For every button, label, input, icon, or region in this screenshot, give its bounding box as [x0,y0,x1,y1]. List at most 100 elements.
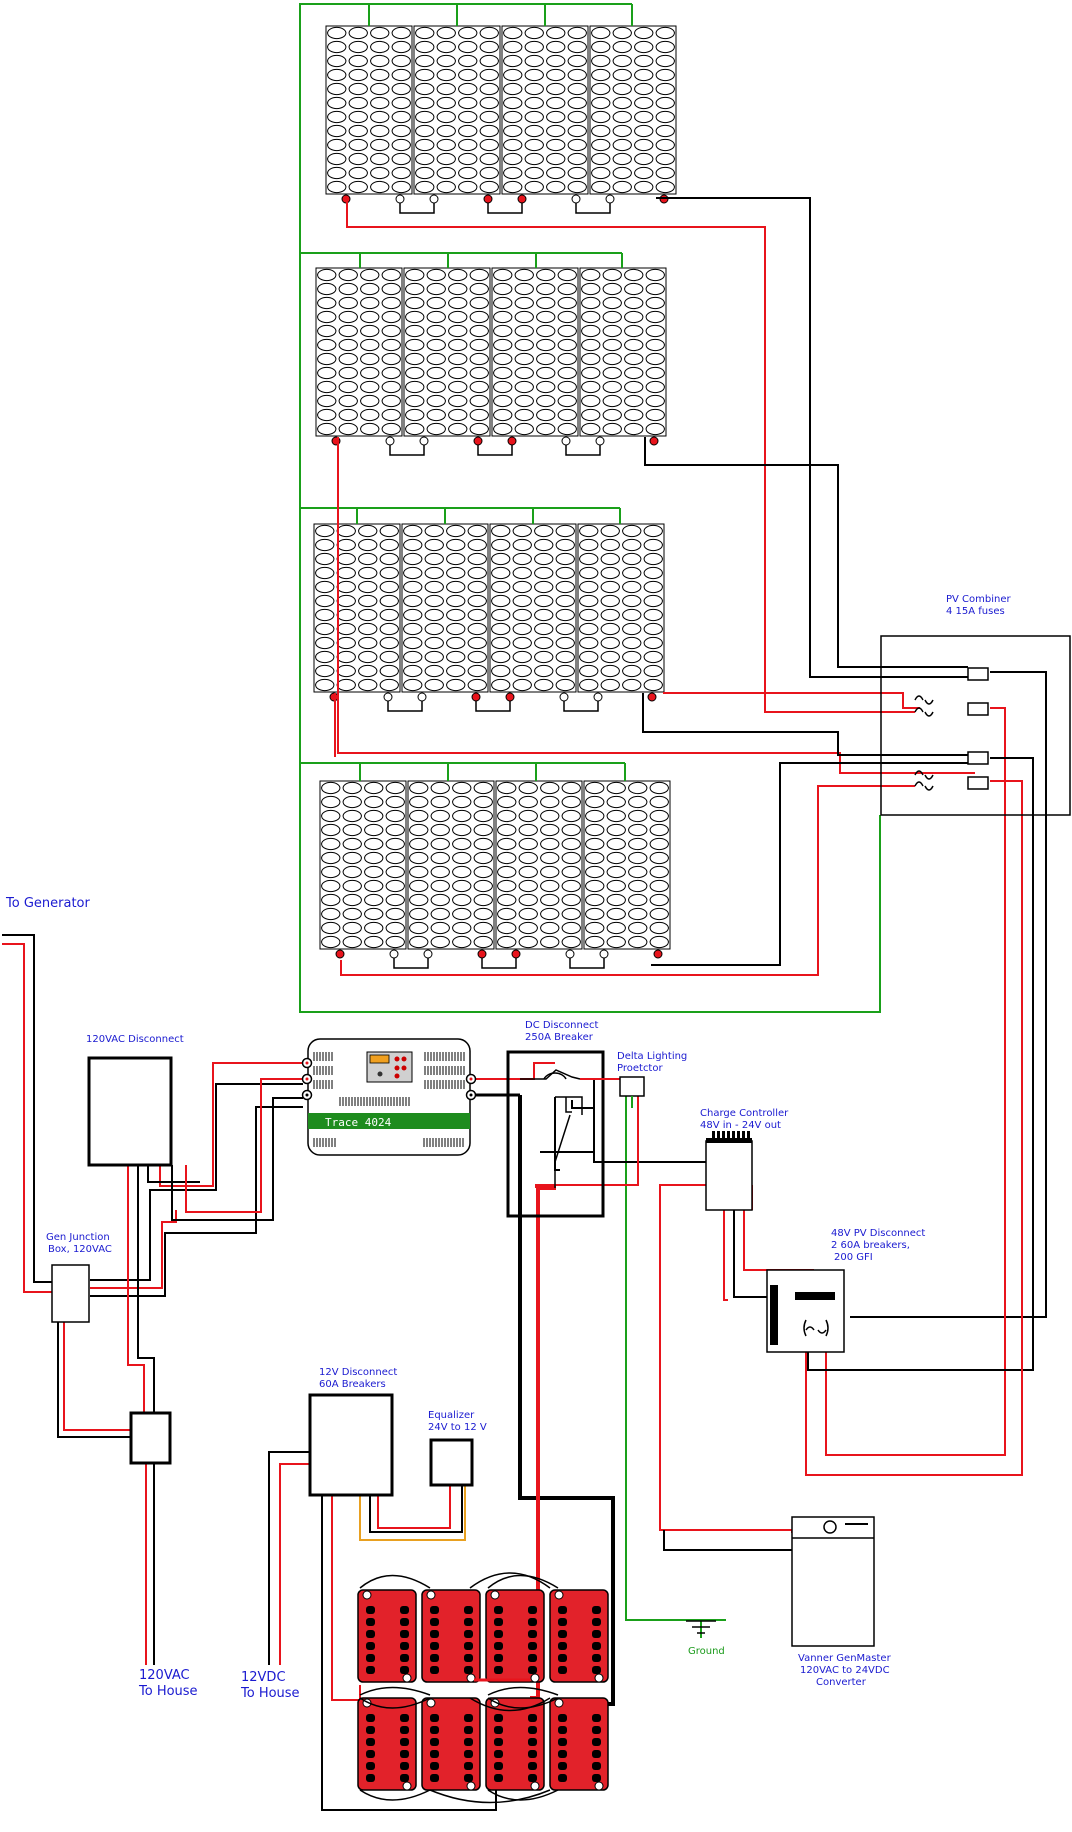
panel-terminal [473,436,483,446]
panel-terminal [649,436,659,446]
lightning-protector [619,1076,645,1108]
ground-wires [299,3,881,1638]
solar-panel [319,780,407,959]
vdc-house-label-2: To House [240,1686,300,1701]
panel-terminal [483,194,493,204]
panel-terminal [471,692,481,702]
equalizer-label-2: 24V to 12 V [428,1422,487,1433]
panel-terminal [383,692,393,702]
dc-disconnect-label-2: 250A Breaker [525,1032,594,1043]
pv-disconnect-label-1: 48V PV Disconnect [831,1228,925,1239]
panel-terminal [517,194,527,204]
panel-terminal [599,949,609,959]
solar-panel [315,267,403,446]
dc-disconnect-box [506,1050,620,1218]
dc-disconnect-label-1: DC Disconnect [525,1020,598,1031]
gen-junction-label-2: Box, 120VAC [48,1244,112,1255]
house-junction-box [129,1411,172,1465]
panel-terminal [385,436,395,446]
panel-terminal [647,692,657,702]
inverter: Trace 4024 [301,1038,477,1156]
battery [549,1589,609,1683]
equalizer-box [429,1438,474,1487]
battery-interconnects [359,1572,559,1804]
combiner-fuses [914,695,934,791]
charge-controller-label-2: 48V in - 24V out [700,1120,781,1131]
solar-panel [589,25,677,204]
vdc-house-label-1: 12VDC [241,1670,286,1685]
panel-terminal [561,436,571,446]
vanner-label-3: Converter [816,1677,867,1688]
panel-terminal [605,194,615,204]
series-jumper [569,958,605,969]
disconnect-12v-label-1: 12V Disconnect [319,1367,397,1378]
panel-terminal [511,949,521,959]
solar-panel [577,523,665,702]
series-jumper [389,445,425,456]
solar-panel [495,780,583,959]
panel-terminal [595,436,605,446]
battery-bank [357,1589,609,1791]
solar-panel [579,267,667,446]
panel-terminal [389,949,399,959]
disconnect-12v-label-2: 60A Breakers [319,1379,386,1390]
panel-terminal [429,194,439,204]
series-jumper [481,958,517,969]
solar-panel [491,267,579,446]
series-jumper [563,701,599,712]
vac-house-label-2: To House [138,1684,198,1699]
ac-wiring [2,934,303,1665]
vanner-label-1: Vanner GenMaster [798,1653,892,1664]
gen-junction-label-1: Gen Junction [46,1232,110,1243]
ground-label: Ground [688,1646,725,1657]
battery [421,1589,481,1683]
svg-text:PV Combiner: PV Combiner [946,594,1012,605]
solar-panel [583,780,671,959]
ground-symbol [686,1620,716,1634]
panel-terminal [593,692,603,702]
solar-panel [403,267,491,446]
gen-junction-box [51,1264,90,1323]
vac-disconnect-box [87,1056,173,1167]
solar-array [325,25,677,214]
solar-panel [489,523,577,702]
pv-combiner-label-1: PV Combiner [946,594,1012,605]
series-jumper [475,701,511,712]
series-jumper [487,203,523,214]
charge-controller-label-1: Charge Controller [700,1108,789,1119]
solar-arrays [313,25,677,969]
to-generator-label: To Generator [5,896,90,911]
panel-terminal [477,949,487,959]
charge-controller [705,1131,753,1211]
battery [421,1697,481,1791]
panel-terminal [423,949,433,959]
panel-terminal [505,692,515,702]
vanner-label-2: 120VAC to 24VDC [800,1665,890,1676]
pv-wiring [334,197,1047,1476]
solar-panel [313,523,401,702]
lightning-label-2: Proetctor [617,1063,663,1074]
battery [549,1697,609,1791]
labels: PV Combiner 4 15A fuses To Generator 120… [5,594,1012,1701]
panel-terminal [417,692,427,702]
solar-panel [501,25,589,204]
solar-panel [325,25,413,204]
panel-terminal [571,194,581,204]
panel-terminal [335,949,345,959]
pv-combiner-label-2: 4 15A fuses [946,606,1005,617]
solar-array [319,780,671,969]
inverter-name: Trace 4024 [325,1116,392,1129]
equalizer-label-1: Equalizer [428,1410,475,1421]
series-jumper [565,445,601,456]
svg-text:4 15A fuses: 4 15A fuses [946,606,1005,617]
series-jumper [477,445,513,456]
series-jumper [387,701,423,712]
pv-disconnect-label-3: 200 GFI [834,1252,873,1263]
series-jumper [399,203,435,214]
vac-house-label-1: 120VAC [139,1668,190,1683]
solar-panel [413,25,501,204]
series-jumper [393,958,429,969]
vac-disconnect-label: 120VAC Disconnect [86,1034,184,1045]
